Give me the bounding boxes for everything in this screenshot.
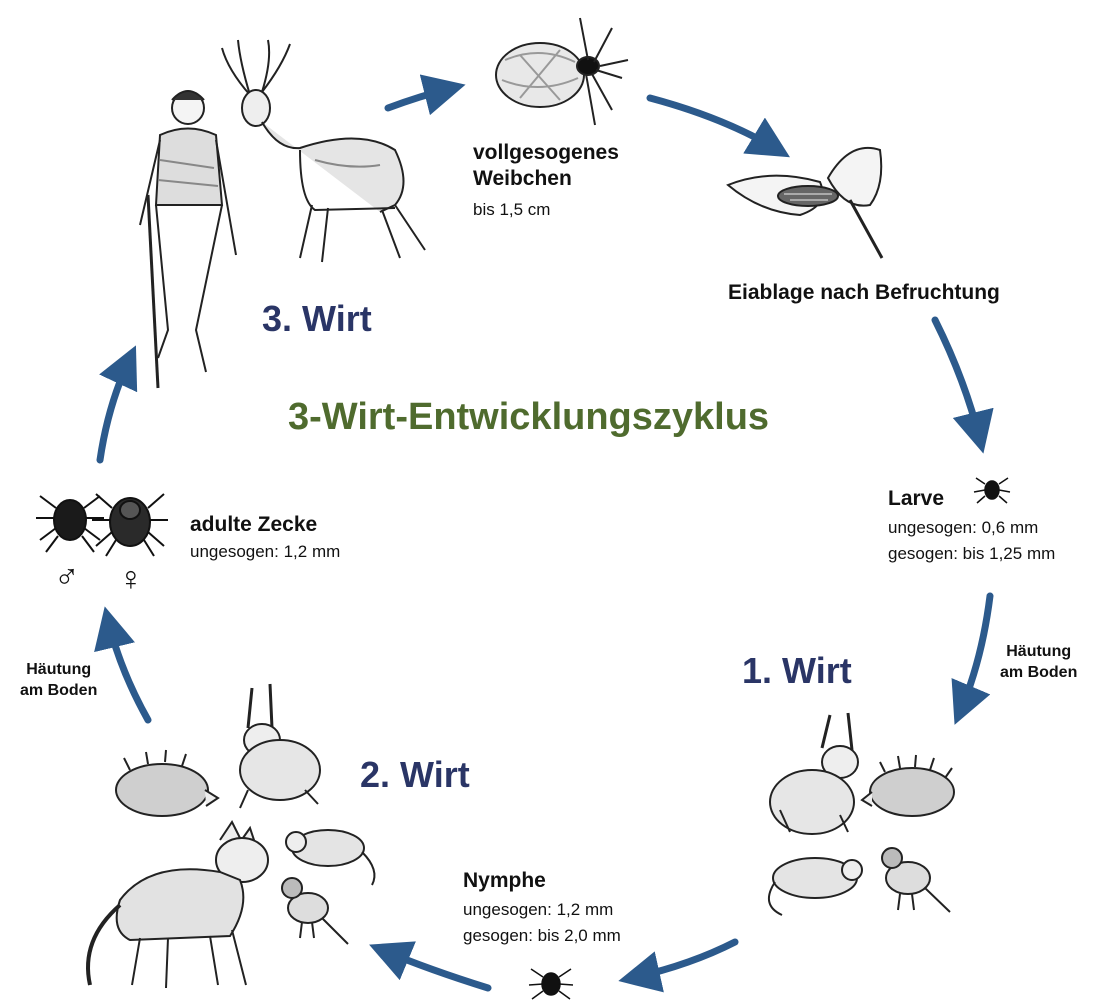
molting-left-line2: am Boden [20,681,97,702]
molting-left: Häutung am Boden [20,660,97,702]
female-name-line2: Weibchen [473,166,572,191]
engorged-female-tick-illustration [496,18,628,125]
hiker-illustration [140,91,236,388]
larva-tick-icon [974,478,1010,503]
bird-illustration-host1 [882,848,950,912]
arrow-nymph-tick-to-host2 [382,950,488,988]
host3-label: 3. Wirt [262,298,372,340]
nymph-fed-size: gesogen: bis 2,0 mm [463,926,621,946]
diagram-title: 3-Wirt-Entwicklungszyklus [288,396,769,439]
rabbit-illustration-host1 [770,713,858,834]
female-tick-icon [92,494,168,556]
nymph-unfed-size: ungesogen: 1,2 mm [463,900,613,920]
molting-right-line1: Häutung [1000,642,1077,663]
mouse-illustration-host1 [769,858,862,915]
male-tick-icon [36,496,104,552]
fox-illustration [88,822,268,988]
deer-illustration [222,40,425,262]
arrow-host3-to-female [388,88,452,108]
female-name-line1: vollgesogenes [473,140,619,165]
hedgehog-illustration-host1 [862,755,954,816]
female-size: bis 1,5 cm [473,200,550,220]
arrow-adult-to-host3 [100,358,130,460]
host2-label: 2. Wirt [360,754,470,796]
larva-fed-size: gesogen: bis 1,25 mm [888,544,1055,564]
female-symbol: ♀ [118,562,144,596]
arrow-eggs-to-larva [935,320,980,440]
arrow-female-to-eggs [650,98,778,150]
nymph-name: Nymphe [463,868,546,893]
rabbit-illustration-host2 [240,684,320,808]
host1-label: 1. Wirt [742,650,852,692]
eggs-label: Eiablage nach Befruchtung [728,280,1000,305]
molting-left-line1: Häutung [20,660,97,681]
molting-right: Häutung am Boden [1000,642,1077,684]
molting-right-line2: am Boden [1000,663,1077,684]
arrow-host2-to-adult [108,620,148,720]
adult-unfed-size: ungesogen: 1,2 mm [190,542,340,562]
nymph-tick-icon [529,969,573,999]
arrow-larva-to-host1 [960,596,990,712]
host1-animals [769,713,954,915]
male-symbol: ♂ [54,560,80,594]
host2-animals [88,684,374,988]
bird-illustration-host2 [282,878,348,944]
leaf-with-eggs-illustration [728,148,882,258]
larva-name: Larve [888,486,944,511]
hedgehog-illustration-host2 [116,750,218,816]
mouse-illustration-host2 [286,830,374,885]
larva-unfed-size: ungesogen: 0,6 mm [888,518,1038,538]
arrow-host1-to-nymph-tick [632,942,735,978]
adult-name: adulte Zecke [190,512,317,537]
